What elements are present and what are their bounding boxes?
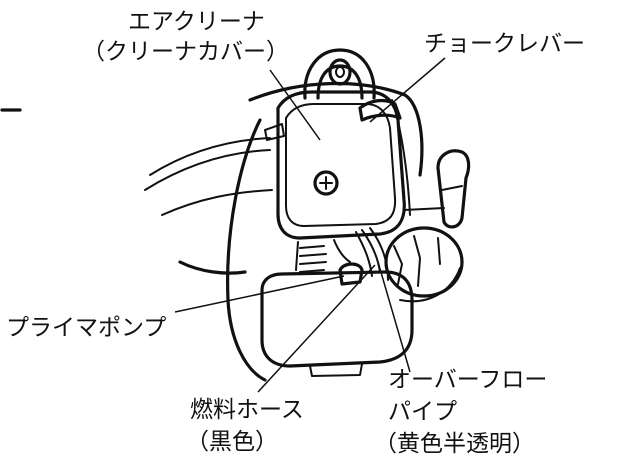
- air-cleaner-cover: [264, 90, 406, 240]
- leader-overflow-pipe: [377, 261, 411, 373]
- top-hook: [303, 48, 376, 100]
- leader-air-cleaner: [269, 69, 321, 141]
- throttle-grip: [403, 149, 471, 229]
- fuel-hose-color-label: （黒色）: [186, 429, 278, 455]
- leader-fuel-hose: [257, 264, 376, 393]
- cylinder-fins: [295, 239, 351, 273]
- air-cleaner-cover-label: （クリーナカバー）: [82, 39, 289, 65]
- fuel-hose-label: 燃料ホース: [190, 397, 304, 423]
- overflow-pipe-color-label: （黄色半透明）: [374, 431, 535, 457]
- air-cleaner-label: エアクリーナ: [128, 9, 265, 35]
- choke-lever-label: チョークレバー: [424, 31, 585, 57]
- cable-bundle: [144, 137, 273, 216]
- primer-pump-label: プライマポンプ: [6, 315, 167, 341]
- leader-primer-pump: [174, 275, 345, 313]
- fuel-tank: [260, 270, 414, 377]
- overflow-pipe-label-line1: オーバーフロー: [388, 367, 548, 393]
- engine-housing: [178, 81, 424, 382]
- leader-lines: [174, 57, 446, 393]
- leader-choke-lever: [369, 57, 446, 123]
- overflow-pipe-label-line2: パイプ: [388, 399, 457, 425]
- fuel-cap: [384, 226, 464, 303]
- choke-lever: [358, 98, 411, 216]
